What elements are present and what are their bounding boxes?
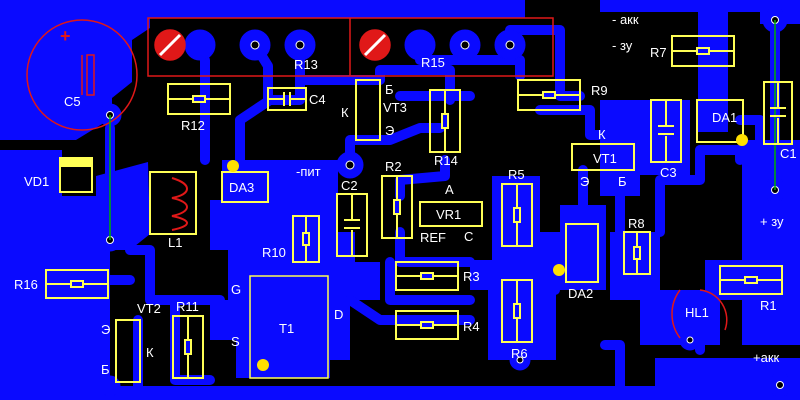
label-hl1: HL1 — [685, 305, 709, 320]
r1-body — [719, 265, 783, 295]
vr1-body — [419, 201, 483, 227]
label-akk-minus: - акк — [612, 12, 639, 27]
label-vt2: VT2 — [137, 301, 161, 316]
r4-body — [395, 310, 459, 340]
label-vt3: VT3 — [383, 100, 407, 115]
label-r4: R4 — [463, 319, 480, 334]
c1-body — [763, 81, 793, 145]
label-t1-d: D — [334, 307, 343, 322]
jumpers — [109, 20, 776, 240]
label-r2: R2 — [385, 159, 402, 174]
label-t1: T1 — [279, 321, 294, 336]
vt1-body — [571, 143, 635, 171]
label-c4: C4 — [309, 92, 326, 107]
screw-terminal-2 — [359, 29, 391, 61]
hl1-outline — [671, 289, 681, 339]
label-c3: C3 — [660, 165, 677, 180]
label-r8: R8 — [628, 216, 645, 231]
label-l1: L1 — [168, 235, 182, 250]
label-da2: DA2 — [568, 286, 593, 301]
r10-body — [292, 215, 320, 263]
label-vr1-a: A — [445, 182, 454, 197]
silkscreen-layer — [45, 35, 793, 383]
label-vt1-e: Э — [580, 174, 589, 189]
vt3-body — [355, 79, 381, 141]
r2-body — [381, 175, 413, 239]
label-vt2-k: К — [146, 345, 154, 360]
c4-body — [267, 87, 307, 111]
label-t1-g: G — [231, 282, 241, 297]
da3-body — [221, 171, 269, 203]
r8-body — [623, 231, 651, 275]
label-r16: R16 — [14, 277, 38, 292]
label-r1: R1 — [760, 298, 777, 313]
label-r9: R9 — [591, 83, 608, 98]
r9-body — [517, 79, 581, 111]
r14-body — [429, 89, 461, 153]
c3-body — [650, 99, 682, 163]
label-vt3-k: К — [341, 105, 349, 120]
r16-body — [45, 269, 109, 299]
label-c1: C1 — [780, 146, 797, 161]
screw-terminal-1 — [154, 29, 186, 61]
label-r6: R6 — [511, 346, 528, 361]
t1-body — [249, 275, 329, 379]
label-r15: R15 — [421, 55, 445, 70]
vt2-body — [115, 319, 141, 383]
label-r11: R11 — [176, 299, 199, 314]
da1-body — [696, 99, 744, 143]
label-r14: R14 — [434, 153, 458, 168]
vd1-body — [59, 157, 93, 193]
label-t1-s: S — [231, 334, 240, 349]
label-vt3-e: Э — [385, 123, 394, 138]
label-vr1-c: C — [464, 229, 473, 244]
label-c2: C2 — [341, 178, 358, 193]
label-da3: DA3 — [229, 180, 254, 195]
label-vt1-k: К — [598, 127, 606, 142]
da2-body — [565, 223, 599, 283]
labels: C5 VD1 R16 R12 R13 R15 C4 VT3 К Б Э R14 … — [14, 12, 797, 377]
svg-text:+: + — [60, 26, 71, 46]
label-r13: R13 — [294, 57, 318, 72]
pad-rings — [106, 16, 784, 389]
r11-body — [172, 315, 204, 379]
label-r7: R7 — [650, 45, 667, 60]
label-da1: DA1 — [712, 110, 737, 125]
l1-body — [149, 171, 197, 235]
label-zu-minus: - зу — [612, 38, 633, 53]
c5-outline — [26, 19, 138, 131]
label-vr1: VR1 — [436, 207, 461, 222]
label-c5: C5 — [64, 94, 81, 109]
label-akk-plus: +акк — [753, 350, 780, 365]
r12-body — [167, 83, 231, 115]
label-vt1: VT1 — [593, 151, 617, 166]
c2-body — [336, 193, 368, 257]
r5-body — [501, 183, 533, 247]
label-vd1: VD1 — [24, 174, 49, 189]
label-zu-plus: + зу — [760, 214, 784, 229]
pin1-markers — [227, 134, 748, 371]
r3-body — [395, 261, 459, 291]
label-vt3-b: Б — [385, 82, 394, 97]
label-r10: R10 — [262, 245, 286, 260]
red-outlines: + — [26, 17, 728, 339]
label-vr1-ref: REF — [420, 230, 446, 245]
label-vt1-b: Б — [618, 174, 627, 189]
r7-body — [671, 35, 735, 67]
label-r3: R3 — [463, 269, 480, 284]
r6-body — [501, 279, 533, 343]
label-pit-minus: -пит — [296, 164, 321, 179]
label-vt2-b: Б — [101, 362, 110, 377]
label-r12: R12 — [181, 118, 205, 133]
label-vt2-e: Э — [101, 322, 110, 337]
label-r5: R5 — [508, 167, 525, 182]
